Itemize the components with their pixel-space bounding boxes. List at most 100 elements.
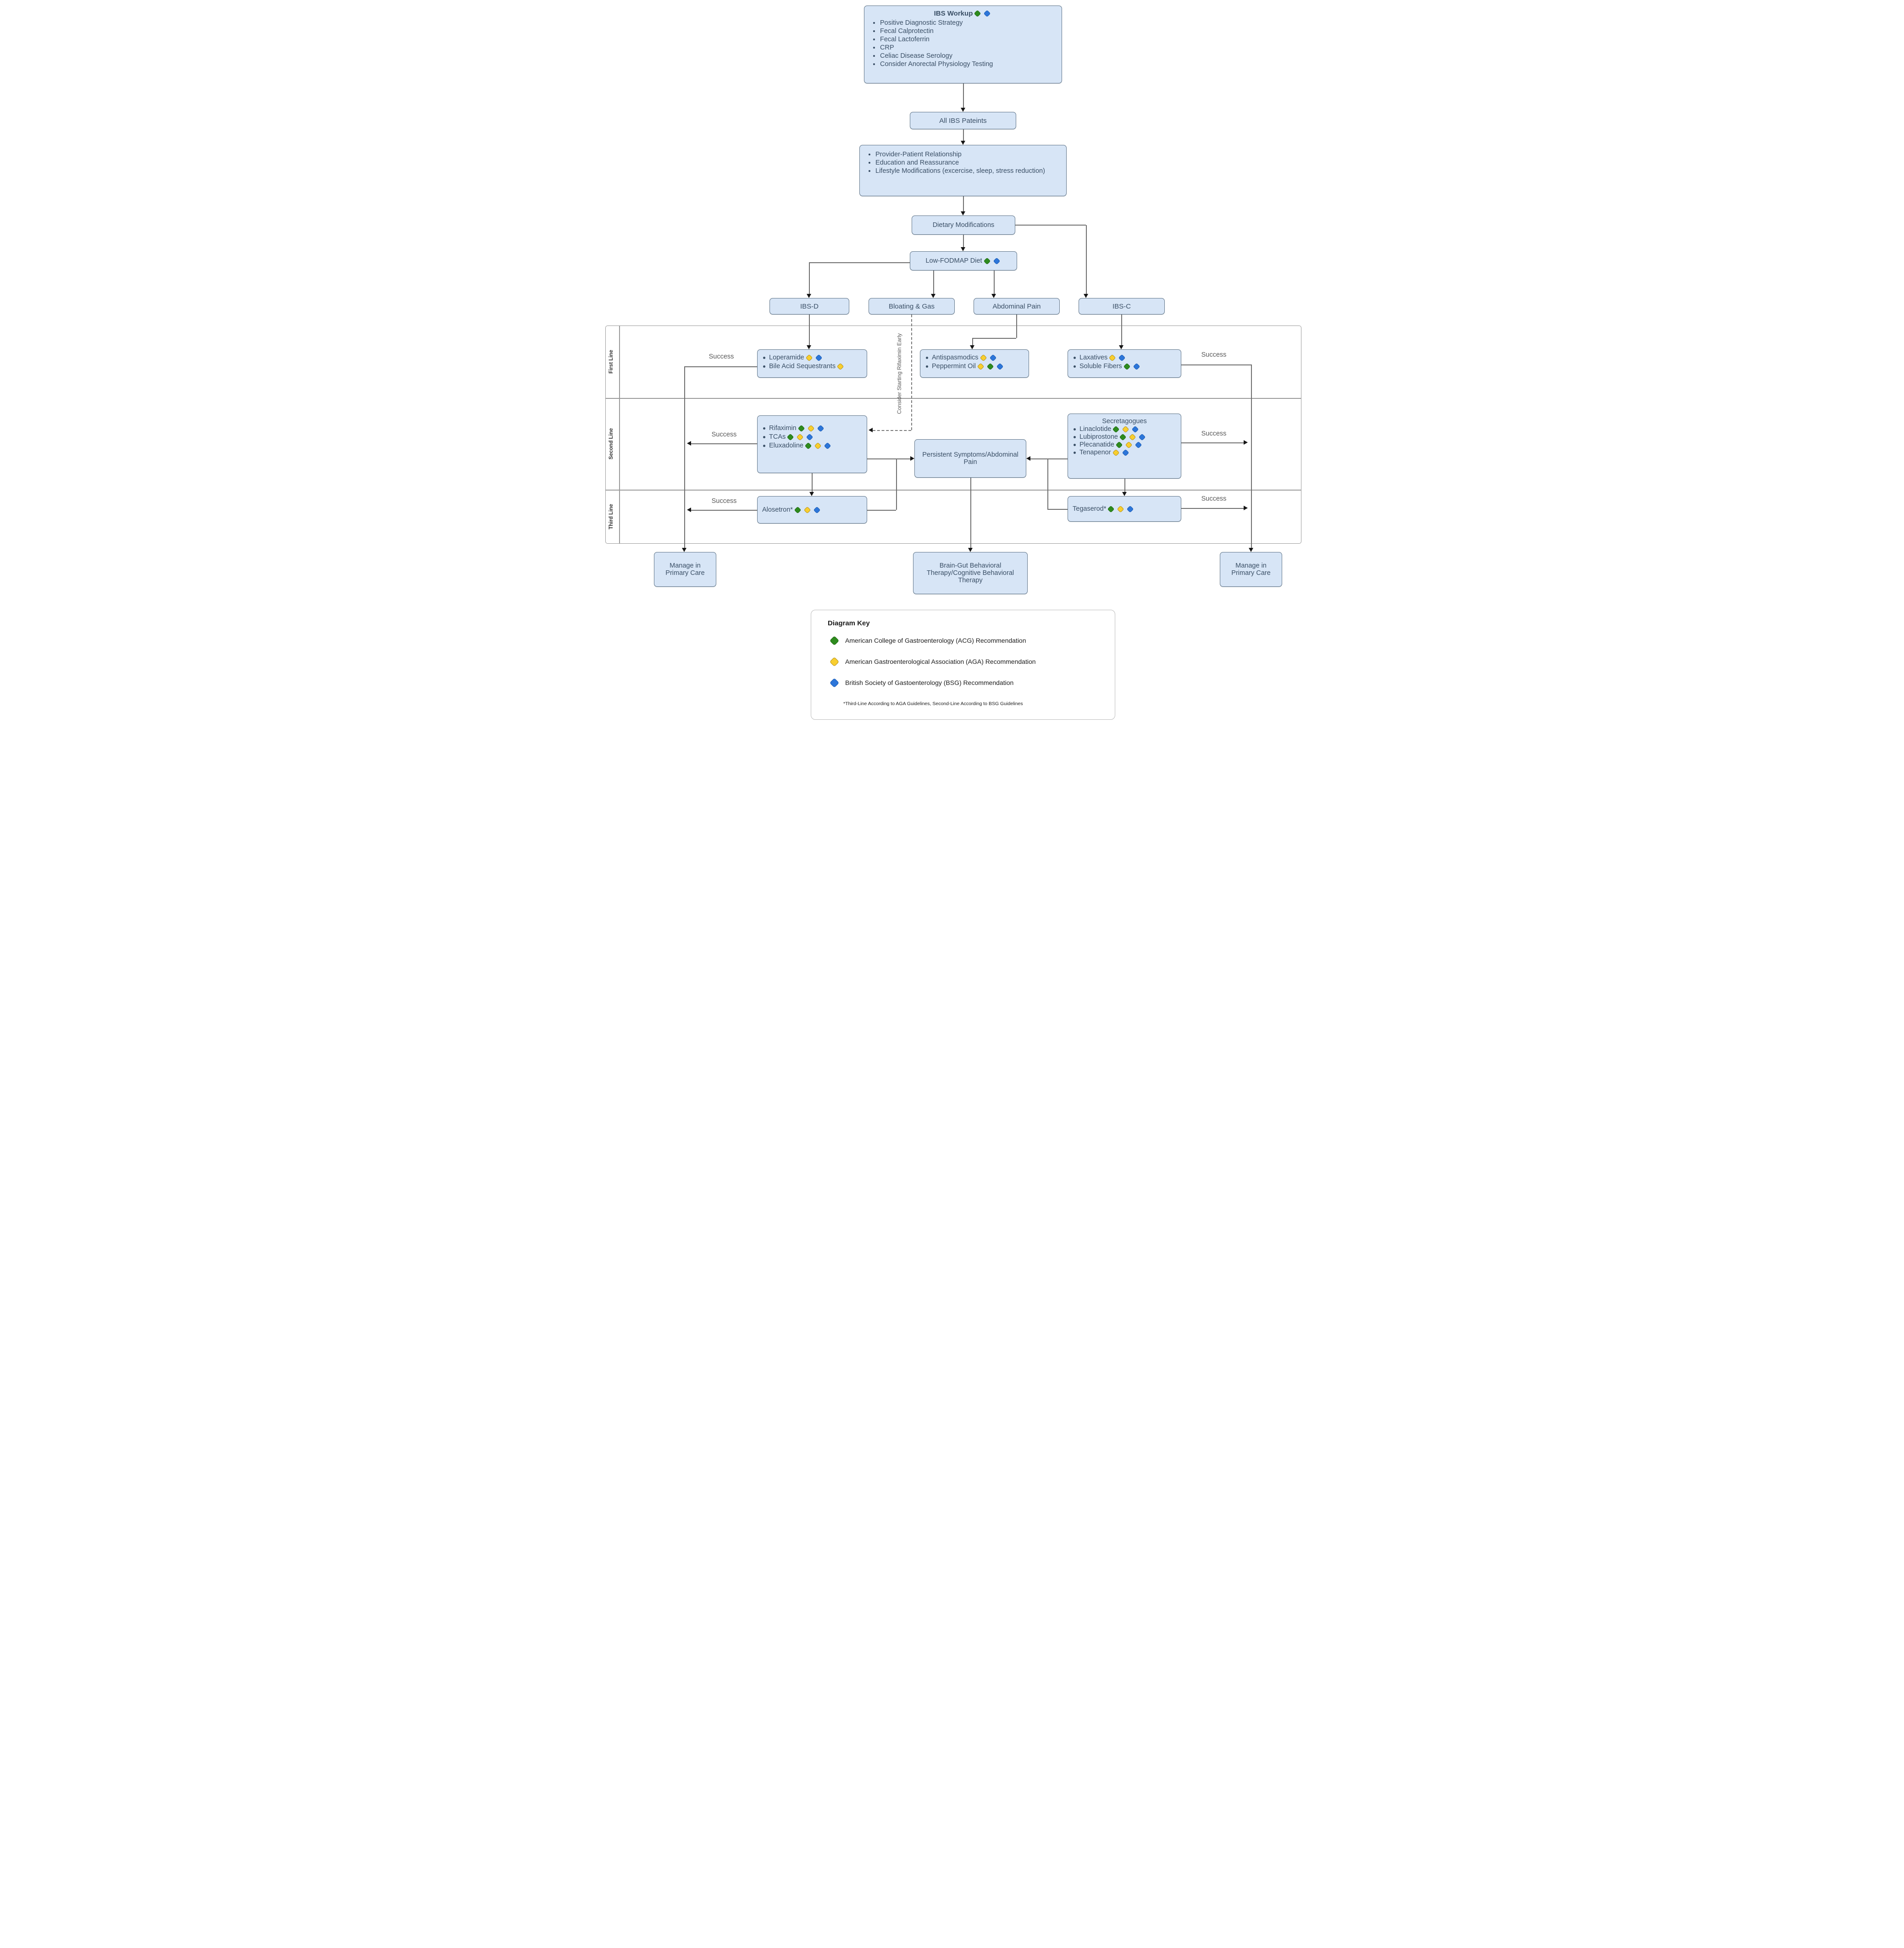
arrowhead-down-icon <box>1249 548 1253 552</box>
aga-diamond-icon <box>805 354 813 361</box>
aga-diamond-icon <box>796 433 804 441</box>
node-dietary-modifications: Dietary Modifications <box>912 215 1015 235</box>
low-fodmap-label: Low-FODMAP Diet <box>925 257 982 265</box>
connector <box>1030 458 1047 459</box>
foundation-item: Lifestyle Modifications (excercise, slee… <box>875 167 1061 175</box>
ibs-treatment-flowchart: First Line Second Line Third Line Consid… <box>599 0 1305 734</box>
connector <box>684 366 757 367</box>
arrowhead-down-icon <box>682 548 686 552</box>
connector <box>812 473 813 492</box>
connector <box>1047 458 1068 459</box>
aga-diamond-icon <box>807 425 814 432</box>
bsg-diamond-icon <box>989 354 996 361</box>
aga-diamond-icon <box>836 363 844 370</box>
drug-label: Linaclotide <box>1079 425 1112 433</box>
success-label: Success <box>708 353 734 360</box>
aga-diamond-icon <box>980 354 987 361</box>
bsg-diamond-icon <box>824 442 831 449</box>
acg-diamond-icon <box>974 10 981 17</box>
key-entry-aga: American Gastroenterological Association… <box>845 658 1036 665</box>
bsg-diamond-icon <box>815 354 822 361</box>
acg-diamond-icon <box>1123 363 1130 370</box>
node-firstline-ibsd: Loperamide Bile Acid Sequestrants <box>757 349 867 378</box>
drug-label: Antispasmodics <box>932 354 979 361</box>
lane-label-divider <box>619 326 620 544</box>
node-alosetron: Alosetron* <box>757 496 867 524</box>
arrowhead-down-icon <box>961 247 965 251</box>
lane-label-second-line: Second Line <box>609 428 614 460</box>
arrowhead-left-icon <box>687 441 691 446</box>
drug-label: Lubiprostone <box>1079 433 1118 441</box>
workup-item: Positive Diagnostic Strategy <box>880 19 1056 27</box>
node-category-ibsd: IBS-D <box>769 298 849 315</box>
arrowhead-down-icon <box>807 294 811 298</box>
drug-label: Eluxadoline <box>769 442 803 449</box>
workup-item: Consider Anorectal Physiology Testing <box>880 61 1056 68</box>
acg-diamond-icon <box>797 425 805 432</box>
bsg-diamond-icon <box>993 257 1000 265</box>
aga-diamond-icon <box>829 657 840 667</box>
arrowhead-right-icon <box>1244 440 1248 445</box>
arrowhead-down-icon <box>809 492 814 496</box>
connector <box>1015 225 1086 226</box>
drug-label: Peppermint Oil <box>932 363 976 370</box>
arrowhead-down-icon <box>1084 294 1088 298</box>
arrowhead-down-icon <box>807 345 811 349</box>
lane-divider <box>605 490 1301 491</box>
bsg-diamond-icon <box>1138 433 1146 441</box>
drug-label: Rifaximin <box>769 425 797 432</box>
connector <box>1124 479 1125 492</box>
acg-diamond-icon <box>829 635 840 646</box>
aga-diamond-icon <box>814 442 822 449</box>
drug-label: Loperamide <box>769 354 804 361</box>
acg-diamond-icon <box>1115 441 1123 448</box>
acg-diamond-icon <box>983 257 991 265</box>
bsg-diamond-icon <box>1122 449 1129 456</box>
connector <box>867 458 896 459</box>
connector <box>1121 315 1122 345</box>
drug-label: Alosetron* <box>762 506 793 513</box>
acg-diamond-icon <box>1113 425 1120 433</box>
bsg-diamond-icon <box>1132 425 1139 433</box>
arrowhead-left-icon <box>687 508 691 512</box>
connector <box>933 270 934 294</box>
bsg-diamond-icon <box>1127 505 1134 513</box>
bsg-key-icon-slot <box>829 678 845 688</box>
connector <box>963 129 964 141</box>
connector <box>1047 509 1068 510</box>
drug-label: Soluble Fibers <box>1079 363 1122 370</box>
aga-diamond-icon <box>1117 505 1124 513</box>
rifaximin-early-note: Consider Starting Rifaximin Early <box>896 333 902 414</box>
diagram-key-panel: Diagram Key American College of Gastroen… <box>811 610 1115 720</box>
connector <box>896 458 910 459</box>
arrowhead-down-icon <box>968 548 973 552</box>
arrowhead-left-icon <box>869 428 873 432</box>
drug-label: Bile Acid Sequestrants <box>769 363 836 370</box>
connector <box>1047 458 1048 509</box>
aga-diamond-icon <box>977 363 985 370</box>
lane-divider <box>605 398 1301 399</box>
connector <box>1181 508 1244 509</box>
aga-diamond-icon <box>1125 441 1133 448</box>
acg-diamond-icon <box>986 363 994 370</box>
node-firstline-ibsc: Laxatives Soluble Fibers <box>1068 349 1181 378</box>
bsg-diamond-icon <box>813 506 821 513</box>
node-secretagogues: Secretagogues Linaclotide Lubiprostone P… <box>1068 414 1181 479</box>
node-tegaserod: Tegaserod* <box>1068 496 1181 522</box>
arrowhead-down-icon <box>931 294 935 298</box>
bsg-diamond-icon <box>1118 354 1126 361</box>
key-entry-acg: American College of Gastroenterology (AC… <box>845 637 1026 644</box>
node-manage-primary-care-right: Manage in Primary Care <box>1220 552 1282 587</box>
arrowhead-left-icon <box>1026 456 1030 461</box>
node-category-abdominal-pain: Abdominal Pain <box>974 298 1060 315</box>
node-category-ibsc: IBS-C <box>1079 298 1165 315</box>
connector <box>867 510 896 511</box>
secretagogues-title: Secretagogues <box>1102 418 1147 425</box>
success-label: Success <box>1201 351 1227 359</box>
lane-label-first-line: First Line <box>609 350 614 374</box>
connector <box>1016 315 1017 338</box>
node-low-fodmap-diet: Low-FODMAP Diet <box>910 251 1017 270</box>
node-manage-primary-care-left: Manage in Primary Care <box>654 552 716 587</box>
node-category-bloating-gas: Bloating & Gas <box>869 298 955 315</box>
connector <box>1086 225 1087 294</box>
